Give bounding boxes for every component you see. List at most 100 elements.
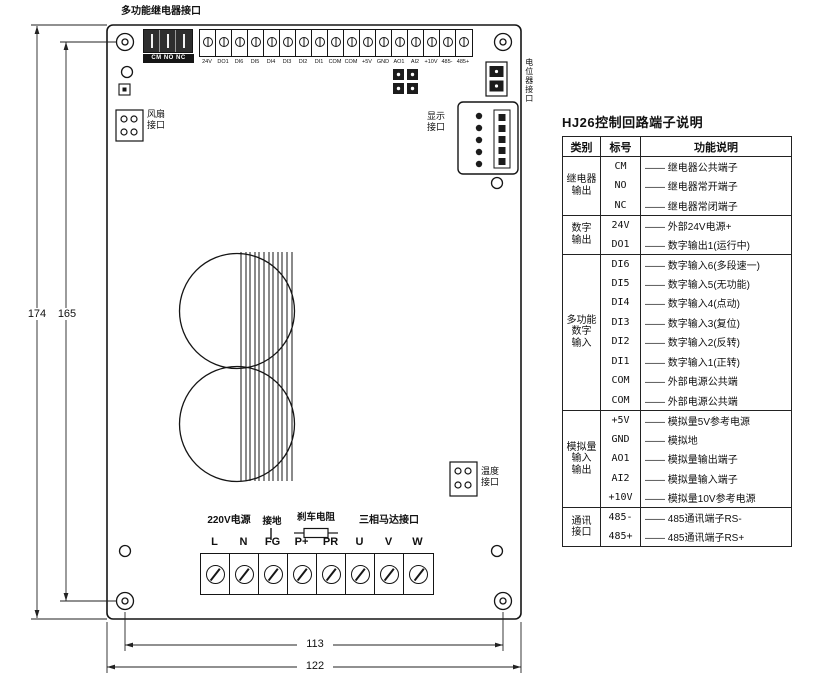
potentiometer-port-label: 电位器接口 [524,58,534,103]
power-terminal-letter: U [355,536,364,548]
screw-icon [292,564,312,584]
top-terminal-label: DI5 [250,59,260,65]
terminal-label-cell: +5V [600,409,641,430]
terminal-desc-cell: —— 外部24V电源+ [640,214,792,235]
terminal-label-cell: GND [600,429,641,449]
terminal-desc-cell: —— 继电器常开端子 [645,182,738,194]
screw-icon [234,37,245,47]
top-terminal-label: DI1 [314,59,324,65]
top-terminal-ao1 [392,30,408,56]
table-row: NC—— 继电器常闭端子 [563,195,792,215]
top-terminal-label: DI4 [266,59,276,65]
top-terminal-label: +5V [362,59,372,65]
display-connector [457,101,519,175]
table-row: DI5—— 数字输入5(无功能) [563,273,792,293]
board-outline [106,24,522,620]
top-terminal-label: DI2 [298,59,308,65]
terminal-desc-cell: —— 模拟量10V参考电源 [645,494,756,505]
table-row: COM—— 外部电源公共端 [563,371,792,391]
top-terminal-label: DI3 [282,59,292,65]
table-row: +10V—— 模拟量10V参考电源 [563,488,792,508]
mounting-holes [115,32,513,611]
top-terminal-label: COM [344,59,358,65]
top-terminal-+10v [424,30,440,56]
screw-icon [314,37,325,47]
dim-height-inner: 165 [52,308,82,320]
top-terminal-+5v [360,30,376,56]
top-terminal-label: GND [376,59,390,65]
screw-icon [442,37,453,47]
terminal-label-cell: DI2 [600,332,641,352]
fan-connector [115,109,144,142]
dim-height-outer: 174 [22,308,52,320]
screw-icon [394,37,405,47]
top-terminal-di2 [296,30,312,56]
table-row: DI1—— 数字输入1(正转) [563,351,792,371]
terminal-desc-cell: —— 模拟量5V参考电源 [640,409,792,430]
category-cell: 多功能 数字 输入 [562,253,601,410]
screw-icon [410,37,421,47]
col-header-function: 功能说明 [640,136,792,157]
top-terminal-label: AO1 [393,59,405,65]
category-cell: 通讯 接口 [562,507,601,547]
top-terminal-label: DI6 [234,59,244,65]
top-terminal-485+ [456,30,472,56]
small-component [118,83,131,96]
screw-icon [282,37,293,47]
top-terminal-label: 485+ [456,59,470,65]
terminal-label-cell: DI5 [600,273,641,293]
terminal-label-cell: 485- [600,507,641,527]
screw-icon [202,37,213,47]
table-row: DI4—— 数字输入4(点动) [563,293,792,313]
relay-terminal-no [160,30,176,52]
terminal-label-cell: 24V [600,214,641,235]
col-header-label: 标号 [600,136,641,157]
table-title: HJ26控制回路端子说明 [562,115,704,130]
category-cell: 数字 输出 [562,214,601,254]
col-header-category: 类别 [562,136,601,157]
relay-terminal-text: CM NO NC [143,54,194,63]
terminal-desc-cell: —— 485通讯端子RS+ [645,533,745,544]
top-terminal-24v [200,30,216,56]
terminal-label-cell: DI6 [600,253,641,274]
terminal-desc-cell: —— 继电器常闭端子 [645,201,738,213]
top-terminal-di3 [280,30,296,56]
power-terminal-letter: PR [322,536,339,548]
terminal-label-cell: AO1 [600,449,641,469]
category-cell: 继电器 输出 [562,156,601,215]
motor-port-label: 三相马达接口 [359,515,419,526]
screw-icon [459,37,469,47]
top-terminal-di4 [264,30,280,56]
terminal-label-cell: AI2 [600,468,641,488]
power-terminal-letter: N [239,536,248,548]
category-cell: 模拟量 输入 输出 [562,409,601,508]
terminal-label-cell: NO [600,176,641,196]
relay-terminal-cm [144,30,160,52]
terminal-desc-cell: —— 模拟量输入端子 [645,474,738,486]
screw-icon [378,37,389,47]
power-terminal-v [375,554,404,594]
temperature-connector [449,461,478,497]
table-row: COM—— 外部电源公共端 [563,390,792,410]
dimension-lines [31,24,522,673]
terminal-desc-cell: —— 数字输入6(多段速一) [640,253,792,274]
power-terminal-u [346,554,375,594]
screw-icon [346,37,357,47]
power-terminal-letter: W [412,536,423,548]
top-terminal-do1 [216,30,232,56]
power-terminal-letter: V [384,536,393,548]
screw-icon [426,37,437,47]
table-row: 模拟量 输入 输出+5V—— 模拟量5V参考电源 [562,409,792,508]
screw-icon [205,564,225,584]
power-terminal-letter: L [211,536,218,548]
top-terminal-di1 [312,30,328,56]
power-terminal-n [230,554,259,594]
top-terminal-label: 24V [202,59,212,65]
terminal-desc-cell: —— 外部电源公共端 [645,377,738,389]
